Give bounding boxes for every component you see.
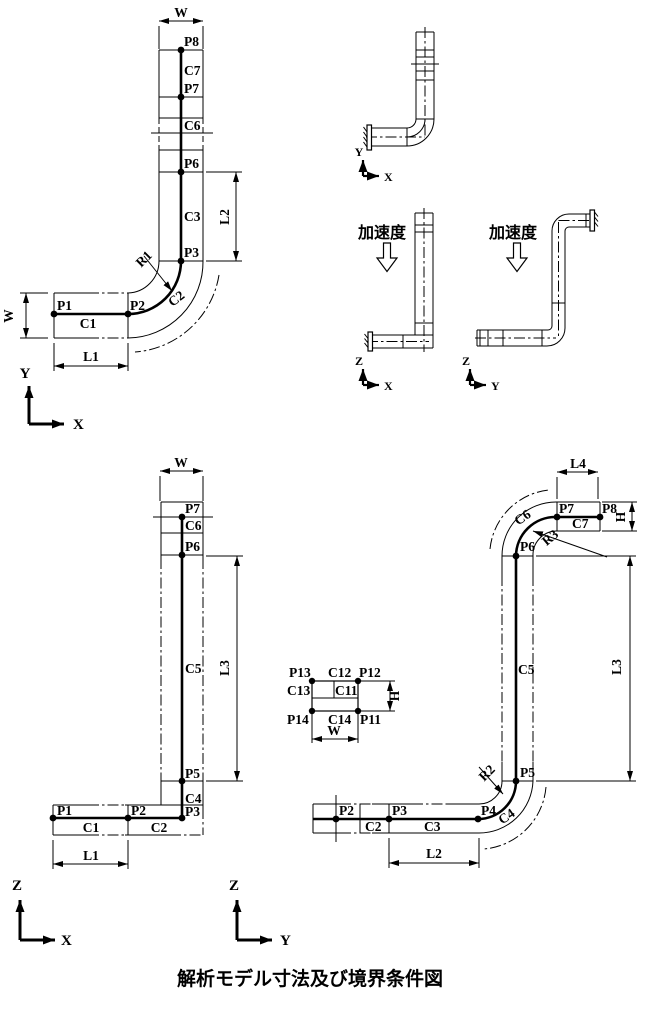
diagram-xy-view: W P8 C7 P7 C6 P6 C3 P3 L2 R1 C2 P1 P2 C1… bbox=[1, 5, 242, 433]
diagram-zx-view: W P7 C6 P6 C5 L3 P5 C4 P3 P1 C1 P2 C2 L1… bbox=[12, 455, 243, 949]
node-label-p1: P1 bbox=[57, 803, 72, 818]
dim-label-r2: R2 bbox=[476, 762, 498, 784]
element-label-c7: C7 bbox=[184, 63, 201, 78]
element-label-c6: C6 bbox=[185, 518, 202, 533]
element-label-c11: C11 bbox=[335, 683, 358, 698]
axis-label-z: Z bbox=[229, 878, 239, 894]
pictorial-xy: Y X bbox=[355, 27, 439, 184]
node-label-p3: P3 bbox=[184, 245, 199, 260]
node-label-p7: P7 bbox=[559, 501, 574, 516]
dim-label-w: W bbox=[174, 455, 188, 470]
flange-fixed-end bbox=[363, 124, 373, 151]
element-label-c2: C2 bbox=[365, 819, 382, 834]
axis-label-z: Z bbox=[355, 354, 363, 368]
node-label-p6: P6 bbox=[184, 156, 199, 171]
dim-label-w-left: W bbox=[1, 309, 16, 323]
axes-xy-small: Y X bbox=[355, 145, 393, 184]
node-label-p12: P12 bbox=[359, 665, 381, 680]
dim-label-l1: L1 bbox=[83, 848, 99, 863]
axis-label-z: Z bbox=[12, 878, 22, 894]
beam-model-line bbox=[313, 515, 600, 821]
cross-section-detail: P13 C12 P12 C13 C11 P14 C14 P11 H W bbox=[287, 665, 402, 743]
dim-label-h: H bbox=[387, 690, 402, 701]
element-label-c7: C7 bbox=[572, 516, 589, 531]
node-dots bbox=[49, 513, 186, 822]
node-label-p6: P6 bbox=[520, 539, 535, 554]
axis-label-z: Z bbox=[462, 354, 470, 368]
dim-label-h: H bbox=[613, 511, 628, 522]
axis-label-x: X bbox=[73, 417, 84, 433]
node-label-p11: P11 bbox=[360, 712, 381, 727]
element-label-c4: C4 bbox=[495, 805, 517, 827]
node-label-p3: P3 bbox=[392, 803, 407, 818]
element-label-c1: C1 bbox=[83, 820, 100, 835]
element-label-c13: C13 bbox=[287, 683, 310, 698]
axes-zy-small: Z Y bbox=[462, 354, 500, 393]
element-label-c6: C6 bbox=[184, 118, 201, 133]
axes-zy: Z Y bbox=[229, 878, 291, 949]
element-label-c5: C5 bbox=[185, 661, 202, 676]
dim-label-l3: L3 bbox=[609, 659, 624, 675]
node-dots bbox=[50, 46, 185, 318]
node-label-p5: P5 bbox=[185, 766, 200, 781]
element-label-c1: C1 bbox=[80, 316, 97, 331]
node-label-p1: P1 bbox=[57, 298, 72, 313]
axis-label-y: Y bbox=[355, 145, 364, 159]
dim-label-r3: R3 bbox=[539, 526, 561, 548]
node-label-p8: P8 bbox=[602, 501, 617, 516]
node-label-p3: P3 bbox=[185, 804, 200, 819]
axis-label-x: X bbox=[384, 379, 393, 393]
acceleration-arrow-icon bbox=[375, 242, 399, 273]
element-label-c3: C3 bbox=[184, 209, 201, 224]
element-label-c4: C4 bbox=[185, 791, 202, 806]
element-label-c3: C3 bbox=[424, 819, 441, 834]
dim-label-w-top: W bbox=[174, 5, 188, 20]
pictorial-zx: 加速度 Z X bbox=[355, 208, 434, 393]
node-label-p13: P13 bbox=[289, 665, 311, 680]
axis-label-x: X bbox=[384, 170, 393, 184]
axis-label-x: X bbox=[61, 933, 72, 949]
drawing-title: 解析モデル寸法及び境界条件図 bbox=[177, 967, 443, 990]
acceleration-label: 加速度 bbox=[357, 223, 407, 242]
element-label-c2: C2 bbox=[151, 820, 168, 835]
node-label-p2: P2 bbox=[339, 803, 354, 818]
axes-zx-small: Z X bbox=[355, 354, 393, 393]
diagram-zy-view: P2 C2 P3 C3 P4 C4 L2 R2 P5 C5 L3 P6 C6 R… bbox=[229, 456, 637, 949]
acceleration-label: 加速度 bbox=[488, 223, 538, 242]
flange-fixed-end bbox=[364, 331, 374, 352]
axis-label-y: Y bbox=[491, 379, 500, 393]
axes-zx: Z X bbox=[12, 878, 72, 949]
dim-label-l3: L3 bbox=[217, 660, 232, 676]
node-label-p14: P14 bbox=[287, 712, 309, 727]
element-label-c12: C12 bbox=[328, 665, 351, 680]
axis-label-y: Y bbox=[280, 933, 291, 949]
dim-label-l4: L4 bbox=[570, 456, 586, 471]
axis-label-y: Y bbox=[20, 366, 31, 382]
dim-label-w: W bbox=[327, 723, 341, 738]
node-label-p5: P5 bbox=[520, 765, 535, 780]
node-label-p2: P2 bbox=[130, 298, 145, 313]
beam-model-line bbox=[53, 517, 184, 820]
dim-label-l1: L1 bbox=[83, 349, 99, 364]
axes-xy: Y X bbox=[20, 366, 84, 433]
node-label-p4: P4 bbox=[481, 803, 496, 818]
node-label-p6: P6 bbox=[185, 539, 200, 554]
node-label-p8: P8 bbox=[184, 34, 199, 49]
element-label-c14: C14 bbox=[328, 712, 351, 727]
pictorial-zy: 加速度 Z Y bbox=[462, 209, 599, 393]
dim-label-r1: R1 bbox=[133, 248, 155, 270]
node-label-p7: P7 bbox=[185, 501, 200, 516]
dim-label-l2: L2 bbox=[217, 209, 232, 225]
node-label-p2: P2 bbox=[131, 803, 146, 818]
beam-model-line bbox=[54, 50, 183, 316]
node-dots bbox=[332, 513, 604, 823]
acceleration-arrow-icon bbox=[505, 242, 529, 273]
node-label-p7: P7 bbox=[184, 81, 199, 96]
node-dots bbox=[308, 677, 362, 715]
dim-label-l2: L2 bbox=[426, 846, 442, 861]
element-label-c2: C2 bbox=[165, 287, 187, 309]
element-label-c5: C5 bbox=[518, 662, 535, 677]
flange-fixed-end bbox=[589, 209, 599, 232]
